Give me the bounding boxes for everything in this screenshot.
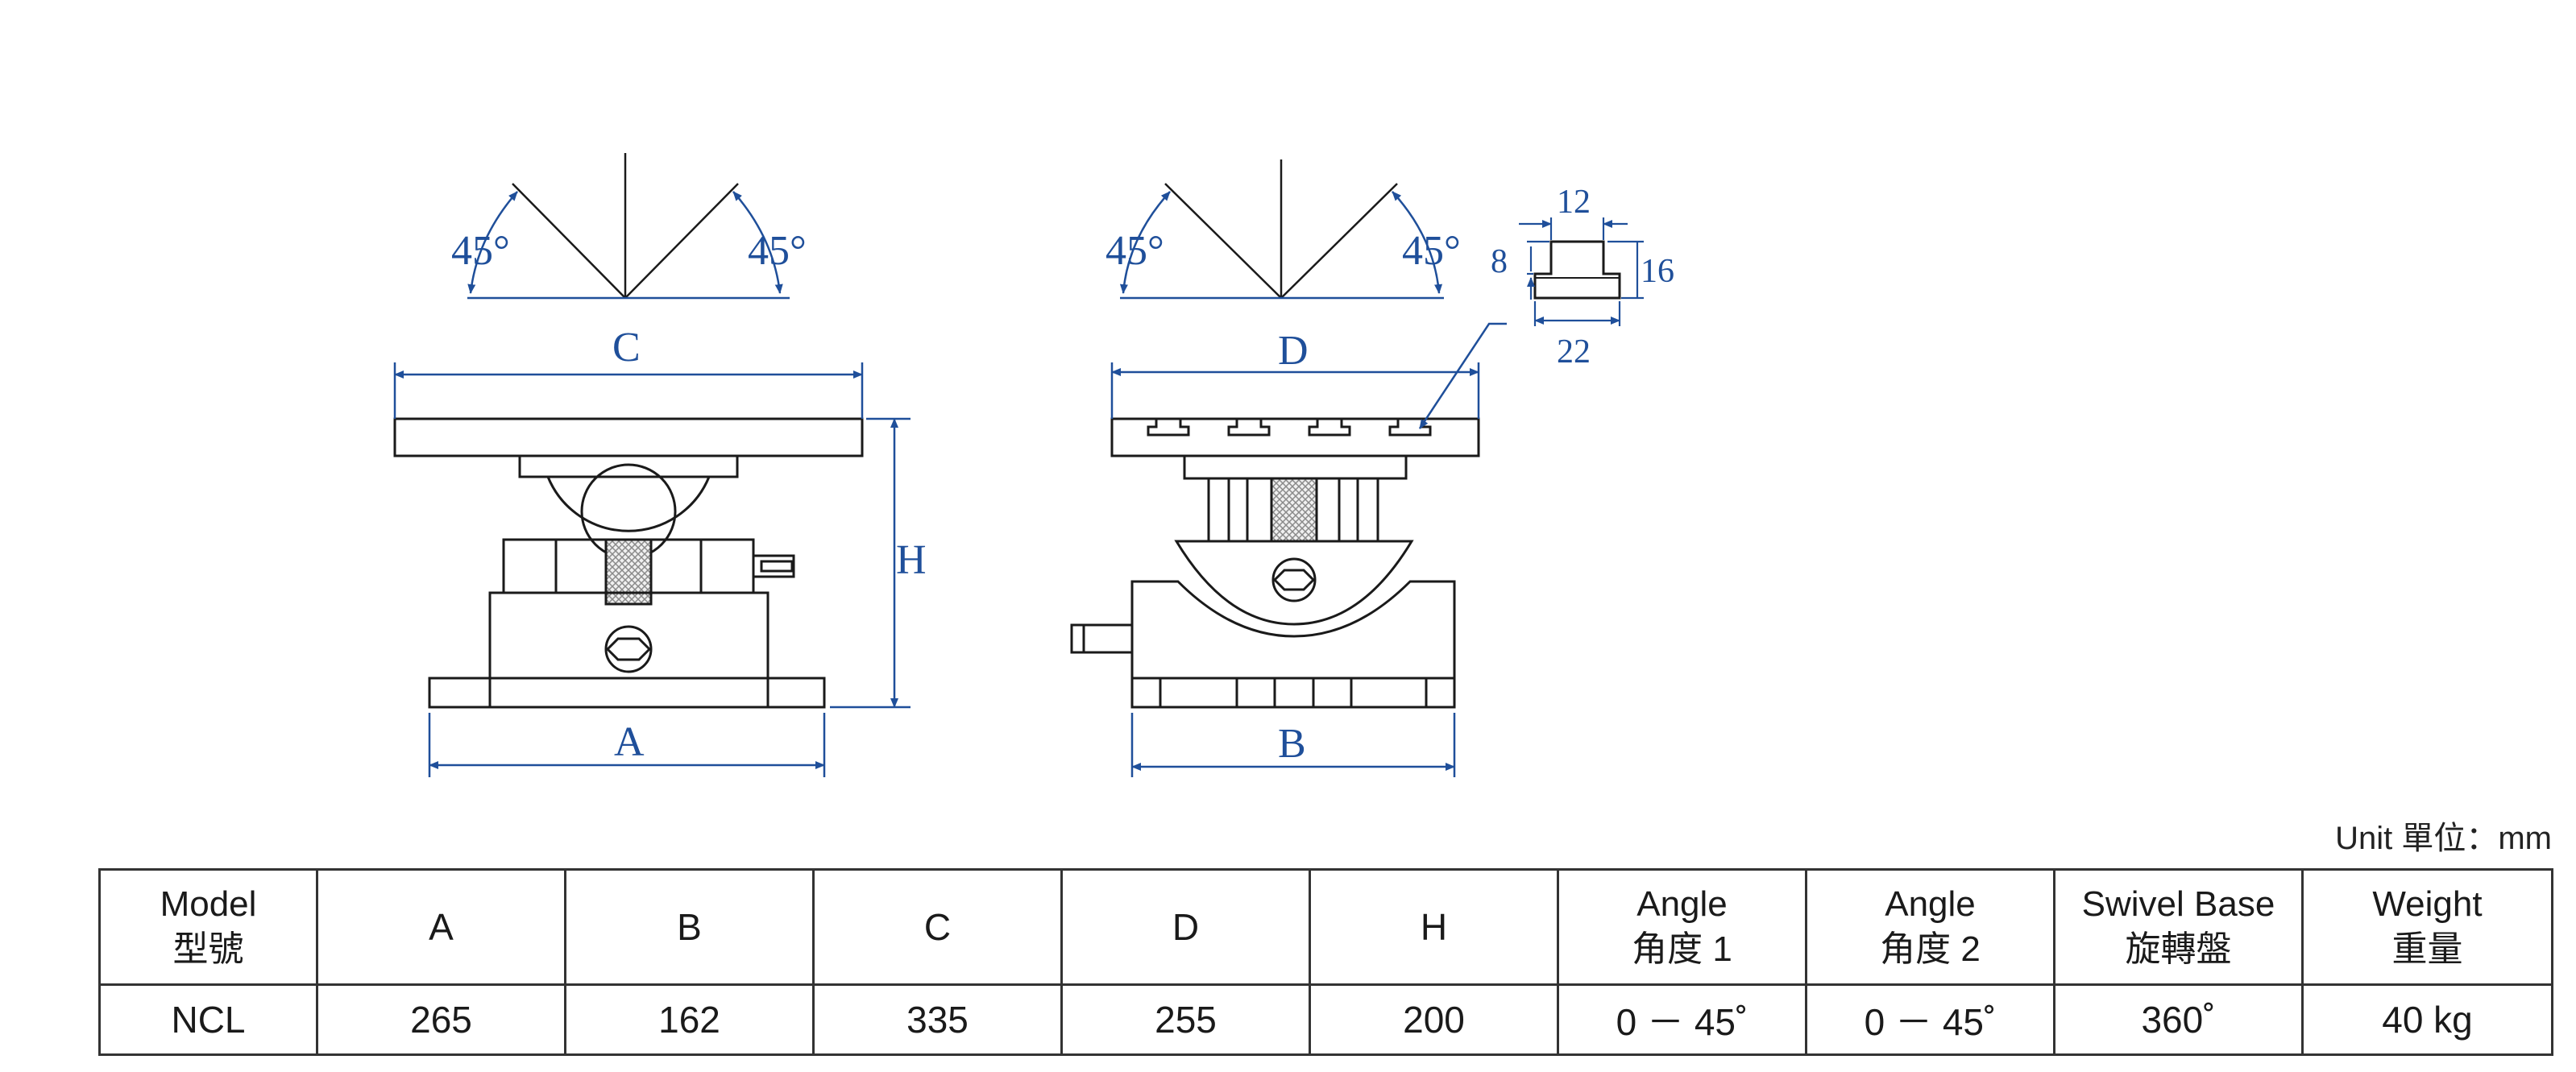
left-view-table-plate [393,417,864,457]
header-weight: Weight 重量 [2301,868,2553,986]
left-view-knurl [604,538,653,606]
header-angle-1-zh: 角度 1 [1632,929,1732,969]
left-view-angle-left-label: 45° [451,228,510,274]
header-angle-1-en: Angle [1636,884,1728,924]
left-view-angle-lines [467,153,790,300]
header-b: B [564,868,815,986]
table-row: NCL 265 162 335 255 200 0 － 45˚ 0 － 45˚ … [98,983,2553,1056]
dim-h-label: H [896,537,927,583]
left-view [393,153,864,709]
header-swivel-base: Swivel Base 旋轉盤 [2053,868,2304,986]
header-swivel-base-zh: 旋轉盤 [2125,929,2232,969]
t-slot-height: 16 [1641,253,1674,290]
t-slot-width-top: 12 [1557,184,1591,221]
dim-c-label: C [612,325,641,370]
header-model: Model 型號 [98,868,318,986]
t-slot-detail [1533,240,1621,300]
dim-b-label: B [1278,721,1306,767]
right-view-body [1130,580,1456,709]
unit-label: Unit 單位：mm [2335,821,2552,856]
header-model-zh: 型號 [172,929,244,969]
left-view-angle-arcs [467,191,783,294]
header-swivel-base-en: Swivel Base [2081,884,2275,924]
cell-a: 265 [316,983,566,1056]
cell-b: 162 [564,983,815,1056]
t-slot-dimensions [1519,217,1644,326]
table-header-row: Model 型號 A B C D H Angle 角度 1 Angle 角度 2 Sw… [98,868,2553,986]
right-view-knurl [1270,477,1318,543]
right-view-t-slots [1147,419,1432,437]
left-view-base [428,677,826,709]
header-a: A [316,868,566,986]
left-view-ball [546,476,711,532]
dim-a-label: A [614,719,645,765]
right-view-angle-right-label: 45° [1402,228,1461,274]
header-h: H [1309,868,1559,986]
right-view-base-slot [1159,677,1428,709]
right-view-hex-bolt [1271,557,1317,602]
dim-d-label: D [1278,328,1309,374]
cell-d: 255 [1060,983,1311,1056]
left-view-table-hub [518,454,739,478]
cell-swivel-base: 360˚ [2053,983,2304,1056]
header-weight-zh: 重量 [2391,929,2463,969]
cell-angle-2: 0 － 45˚ [1805,983,2055,1056]
right-view-angle-left-label: 45° [1105,228,1164,274]
cell-model: NCL [98,983,318,1056]
header-angle-2-en: Angle [1885,884,1976,924]
cell-angle-1: 0 － 45˚ [1557,983,1807,1056]
left-view-dimensions [393,362,911,777]
cell-weight: 40 kg [2301,983,2553,1056]
left-view-body [488,591,769,709]
header-d: D [1060,868,1311,986]
header-model-en: Model [160,884,257,924]
right-view-angle-lines [1120,159,1444,300]
right-view-dimensions [1110,322,1507,777]
header-angle-1: Angle 角度 1 [1557,868,1807,986]
right-view [1070,159,1480,709]
header-angle-2: Angle 角度 2 [1805,868,2055,986]
left-view-angle-right-label: 45° [748,228,807,274]
header-c: C [812,868,1063,986]
cell-c: 335 [812,983,1063,1056]
left-view-hex-bolt [604,625,653,673]
t-slot-width-bottom: 22 [1557,333,1591,370]
right-view-cradle [1174,540,1414,626]
right-view-hub [1183,454,1408,480]
right-view-angle-arcs [1119,191,1443,294]
t-slot-profile [1533,240,1621,300]
spec-table: Model 型號 A B C D H Angle 角度 1 Angle 角度 2 Sw… [98,868,2553,1056]
header-weight-en: Weight [2372,884,2483,924]
left-view-handle [752,554,795,578]
technical-drawing: 45° 45° C H A [393,153,1674,777]
cell-h: 200 [1309,983,1559,1056]
header-angle-2-zh: 角度 2 [1880,929,1981,969]
right-view-handle [1070,623,1134,654]
t-slot-depth: 8 [1491,243,1508,280]
